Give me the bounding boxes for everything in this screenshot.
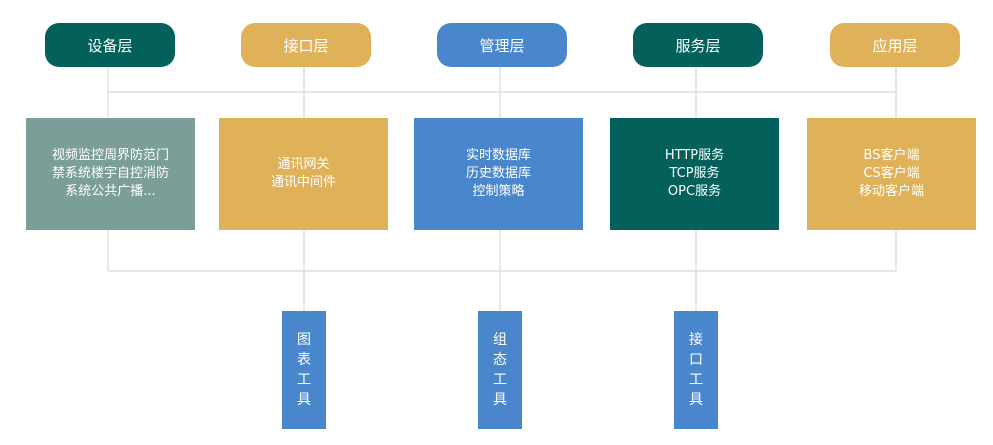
box-line: HTTP服务 (664, 148, 725, 163)
box-line: OPC服务 (667, 184, 722, 199)
tool-box-configuration[interactable]: 组 态 工 具 (478, 311, 522, 429)
box-line: 实时数据库 (465, 148, 531, 163)
layer-pill-label: 设备层 (87, 36, 133, 55)
layer-pill-label: 管理层 (479, 36, 525, 55)
layer-box-service: HTTP服务 TCP服务 OPC服务 (610, 118, 779, 230)
tool-char: 具 (297, 392, 311, 408)
tool-char: 工 (689, 372, 703, 388)
tool-box-chart[interactable]: 图 表 工 具 (282, 311, 326, 429)
tool-char: 口 (689, 352, 703, 368)
box-line: TCP服务 (669, 166, 720, 181)
tool-box-interface[interactable]: 接 口 工 具 (674, 311, 718, 429)
layer-box-device: 视频监控周界防范门 禁系统楼宇自控消防 系统公共广播... (26, 118, 195, 230)
tool-char: 具 (689, 392, 703, 408)
layer-pill-device[interactable]: 设备层 (45, 23, 175, 67)
tool-char: 图 (297, 332, 311, 348)
layer-box-management: 实时数据库 历史数据库 控制策略 (414, 118, 583, 230)
box-line: 通讯中间件 (270, 175, 336, 190)
box-line: 通讯网关 (277, 157, 330, 172)
box-line: CS客户端 (863, 166, 920, 181)
layer-pill-label: 接口层 (283, 36, 329, 55)
tool-char: 接 (689, 332, 703, 348)
tool-char: 组 (493, 332, 507, 348)
layer-pill-interface[interactable]: 接口层 (241, 23, 371, 67)
box-line: 历史数据库 (465, 166, 531, 181)
tool-char: 表 (297, 352, 311, 368)
layer-pill-management[interactable]: 管理层 (437, 23, 567, 67)
box-line: BS客户端 (863, 148, 920, 163)
tool-char: 具 (493, 392, 507, 408)
box-line: 系统公共广播... (65, 184, 156, 199)
layer-pill-label: 服务层 (675, 36, 721, 55)
tool-char: 工 (493, 372, 507, 388)
layer-box-interface: 通讯网关 通讯中间件 (219, 118, 388, 230)
layer-pill-application[interactable]: 应用层 (830, 23, 960, 67)
layer-box-application: BS客户端 CS客户端 移动客户端 (807, 118, 976, 230)
layer-pill-service[interactable]: 服务层 (633, 23, 763, 67)
box-line: 视频监控周界防范门 (51, 148, 169, 163)
tool-char: 工 (297, 372, 311, 388)
layer-pill-label: 应用层 (872, 36, 918, 55)
box-line: 移动客户端 (858, 184, 924, 199)
box-line: 禁系统楼宇自控消防 (51, 166, 169, 181)
tool-char: 态 (493, 352, 507, 368)
box-line: 控制策略 (472, 184, 525, 199)
